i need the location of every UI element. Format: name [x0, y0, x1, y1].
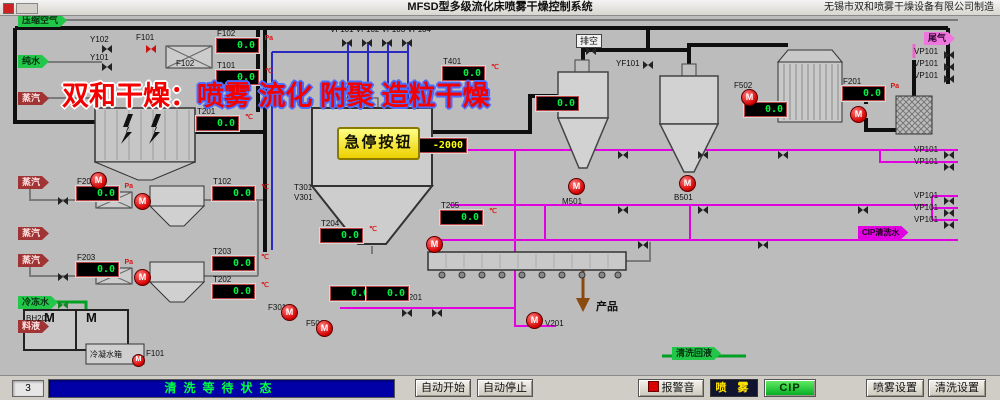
pump-motor-icon[interactable]: M: [850, 106, 867, 123]
valve-icon[interactable]: [944, 158, 954, 171]
pump-motor-icon[interactable]: M: [134, 193, 151, 210]
valve-icon[interactable]: [342, 34, 352, 47]
valve-icon[interactable]: [944, 46, 954, 59]
watermark: 双和干燥：喷雾 流化 附聚 造粒干燥: [62, 74, 490, 113]
valve-icon[interactable]: [944, 216, 954, 229]
valve-icon[interactable]: [102, 58, 112, 71]
status-text: 清洗等待状态: [164, 381, 279, 395]
alarm-icon: [647, 380, 659, 392]
watermark-slogan: 喷雾 流化 附聚 造粒干燥: [197, 81, 490, 111]
valve-icon[interactable]: [944, 146, 954, 159]
spray-settings-button[interactable]: 喷雾设置: [866, 379, 924, 397]
valve-icon[interactable]: [643, 56, 653, 69]
valve-icon[interactable]: [402, 34, 412, 47]
valve-icon[interactable]: [698, 201, 708, 214]
valve-icon[interactable]: [58, 268, 68, 281]
status-bar: 清洗等待状态: [48, 379, 395, 398]
valve-icon[interactable]: [944, 70, 954, 83]
valve-icon[interactable]: [402, 304, 412, 317]
valve-icon[interactable]: [586, 42, 596, 55]
valve-icon[interactable]: [698, 146, 708, 159]
pump-motor-icon[interactable]: M: [526, 312, 543, 329]
auto-start-button[interactable]: 自动开始: [415, 379, 471, 397]
pump-motor-icon[interactable]: M: [90, 172, 107, 189]
emergency-stop-button[interactable]: 急停按钮: [337, 127, 420, 160]
valve-icon[interactable]: [944, 58, 954, 71]
valve-icon[interactable]: [102, 40, 112, 53]
pump-motor-icon[interactable]: M: [281, 304, 298, 321]
valve-icon[interactable]: [58, 296, 68, 309]
pump-motor-icon[interactable]: M: [134, 269, 151, 286]
watermark-brand: 双和干燥：: [62, 81, 197, 111]
mute-alarm-button[interactable]: 报警音: [638, 379, 704, 397]
title-bar: MFSD型多级流化床喷雾干燥控制系统 无锡市双和喷雾干燥设备有限公司制造: [0, 0, 1000, 16]
cip-button[interactable]: CIP: [764, 379, 816, 397]
valve-icon[interactable]: [362, 34, 372, 47]
auto-stop-button[interactable]: 自动停止: [477, 379, 533, 397]
valve-icon[interactable]: [618, 201, 628, 214]
clean-settings-button[interactable]: 清洗设置: [928, 379, 986, 397]
pump-motor-icon[interactable]: M: [132, 354, 145, 367]
menu-icon[interactable]: [16, 3, 38, 14]
page-title: MFSD型多级流化床喷雾干燥控制系统: [407, 1, 593, 13]
pump-motor-icon[interactable]: M: [568, 178, 585, 195]
pump-motor-icon[interactable]: M: [426, 236, 443, 253]
valve-icon[interactable]: [382, 34, 392, 47]
pump-motor-icon[interactable]: M: [741, 89, 758, 106]
valve-icon[interactable]: [146, 40, 156, 53]
counter-box[interactable]: 3: [12, 380, 44, 397]
valve-icon[interactable]: [944, 192, 954, 205]
valve-icon[interactable]: [58, 192, 68, 205]
valve-icon[interactable]: [432, 304, 442, 317]
valve-icon[interactable]: [638, 236, 648, 249]
alarm-label: 报警音: [661, 381, 695, 394]
manufacturer-label: 无锡市双和喷雾干燥设备有限公司制造: [824, 2, 994, 13]
valve-icon[interactable]: [778, 146, 788, 159]
pump-motor-icon[interactable]: M: [679, 175, 696, 192]
control-bar: 3 清洗等待状态 自动开始 自动停止 报警音 喷 雾 CIP 喷雾设置 清洗设置: [0, 375, 1000, 400]
valve-icon[interactable]: [944, 204, 954, 217]
spray-button[interactable]: 喷 雾: [710, 379, 758, 397]
app-icon: [3, 3, 14, 14]
pump-motor-icon[interactable]: M: [316, 320, 333, 337]
valve-icon[interactable]: [618, 146, 628, 159]
valve-icon[interactable]: [858, 201, 868, 214]
valve-icon[interactable]: [758, 236, 768, 249]
